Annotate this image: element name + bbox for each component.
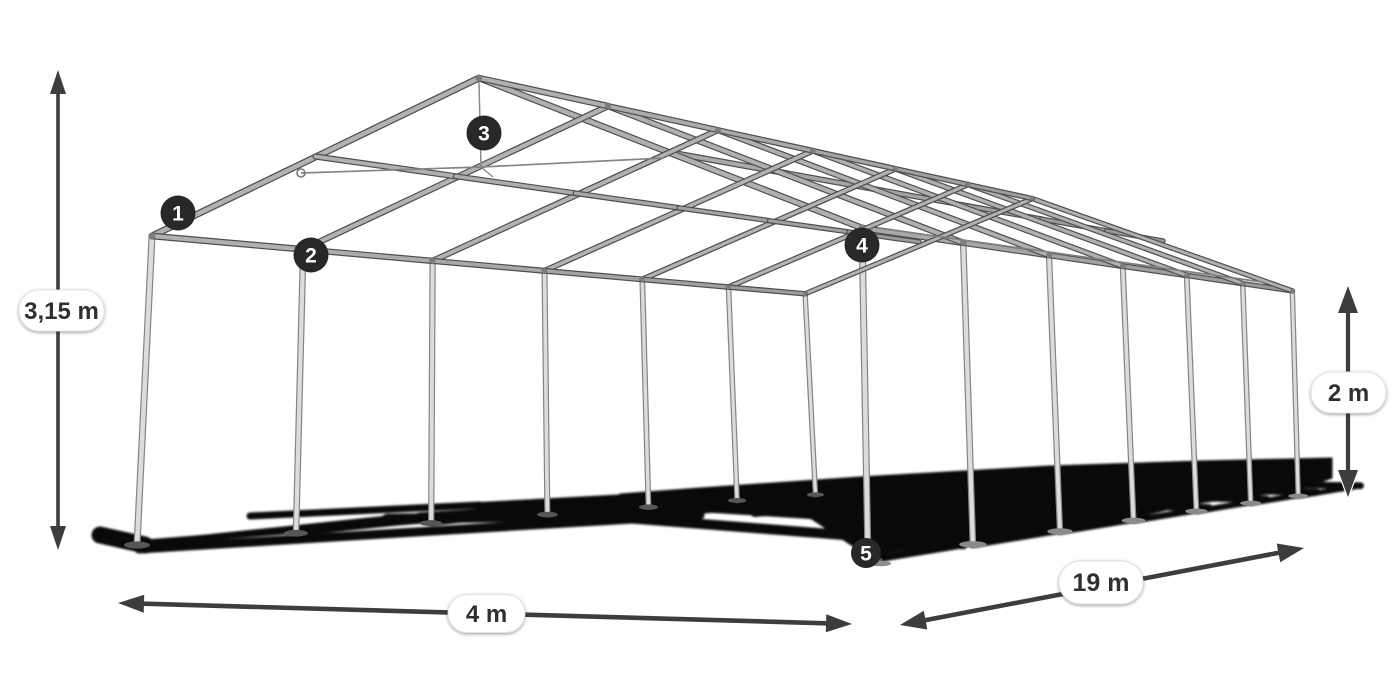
svg-text:2: 2 (305, 245, 317, 268)
svg-text:3: 3 (478, 123, 490, 146)
svg-text:19 m: 19 m (1073, 569, 1130, 597)
svg-text:1: 1 (172, 203, 184, 226)
svg-text:4 m: 4 m (466, 601, 507, 628)
svg-text:5: 5 (860, 543, 872, 566)
svg-text:2 m: 2 m (1328, 380, 1369, 407)
svg-text:4: 4 (856, 235, 868, 258)
svg-text:3,15 m: 3,15 m (24, 298, 99, 325)
